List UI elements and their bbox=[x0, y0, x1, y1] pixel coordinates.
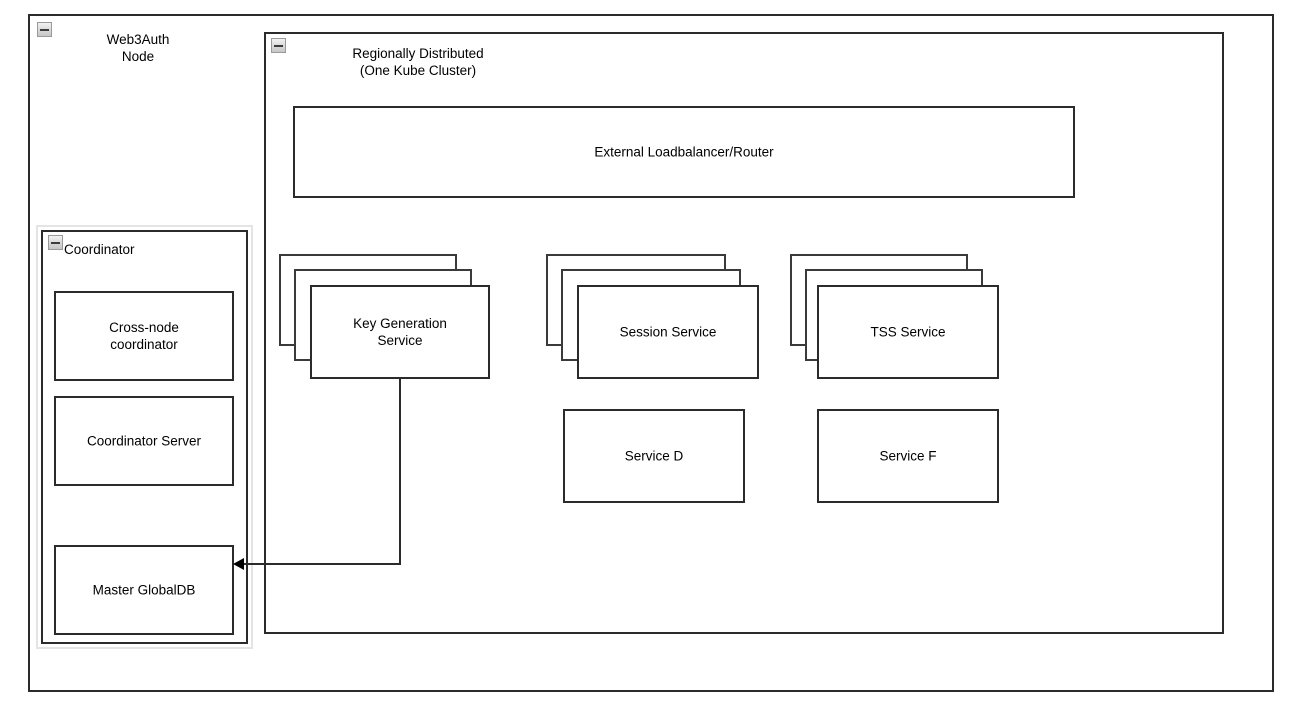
node-service-f[interactable]: Service F bbox=[817, 409, 999, 503]
node-label-session-service: Session Service bbox=[619, 324, 717, 340]
node-label-key-generation-service: Key Generation Service bbox=[353, 316, 447, 348]
node-cross-node-coordinator[interactable]: Cross-node coordinator bbox=[54, 291, 234, 381]
node-external-loadbalancer-router[interactable]: External Loadbalancer/Router bbox=[293, 106, 1075, 198]
collapse-minus-icon-web3auth-node[interactable] bbox=[37, 22, 52, 37]
node-master-globaldb[interactable]: Master GlobalDB bbox=[54, 545, 234, 635]
node-coordinator-server[interactable]: Coordinator Server bbox=[54, 396, 234, 486]
connector-keygen-to-globaldb-vertical bbox=[399, 379, 401, 565]
connector-keygen-to-globaldb-horizontal bbox=[243, 563, 401, 565]
node-label-master-globaldb: Master GlobalDB bbox=[92, 582, 196, 598]
collapse-minus-icon-regionally-distributed[interactable] bbox=[271, 38, 286, 53]
node-session-service[interactable]: Session Service bbox=[577, 285, 759, 379]
node-label-coordinator-server: Coordinator Server bbox=[86, 433, 202, 449]
node-service-d[interactable]: Service D bbox=[563, 409, 745, 503]
collapse-minus-icon-coordinator[interactable] bbox=[48, 235, 63, 250]
node-label-service-d: Service D bbox=[624, 448, 684, 464]
node-label-cross-node-coordinator: Cross-node coordinator bbox=[109, 320, 179, 352]
node-label-external-loadbalancer-router: External Loadbalancer/Router bbox=[594, 144, 774, 160]
node-label-tss-service: TSS Service bbox=[870, 324, 946, 340]
arrowhead-keygen-to-globaldb bbox=[233, 558, 244, 570]
node-tss-service[interactable]: TSS Service bbox=[817, 285, 999, 379]
node-key-generation-service[interactable]: Key Generation Service bbox=[310, 285, 490, 379]
node-label-service-f: Service F bbox=[879, 448, 937, 464]
